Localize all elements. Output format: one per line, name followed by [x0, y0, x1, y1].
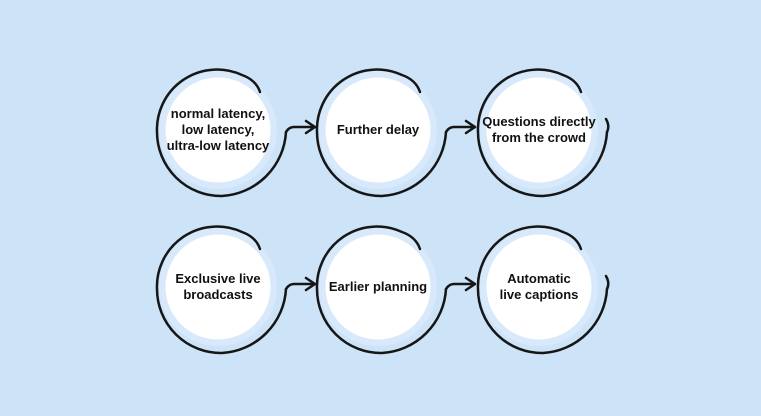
circle-body	[165, 234, 271, 340]
flow-node-1: normal latency, low latency, ultra-low l…	[118, 45, 318, 215]
circle-arc	[155, 68, 288, 198]
node-art	[315, 225, 477, 355]
node-art	[155, 68, 317, 198]
flow-node-6: Automatic live captions	[439, 202, 639, 372]
flow-arrow	[284, 119, 317, 135]
arc-end-hook	[604, 274, 610, 291]
node-art	[315, 68, 477, 198]
arc-end-hook	[604, 117, 610, 134]
flow-node-5: Earlier planning	[278, 202, 478, 372]
circle-body	[486, 77, 592, 183]
circle-arc	[155, 225, 288, 355]
circle-body	[325, 234, 431, 340]
node-label: Automatic live captions	[499, 271, 579, 302]
circle-arc	[476, 68, 609, 198]
circle-body	[486, 234, 592, 340]
node-label: Earlier planning	[328, 279, 428, 294]
node-label: normal latency, low latency, ultra-low l…	[166, 106, 270, 153]
flow-node-4: Exclusive live broadcasts	[118, 202, 318, 372]
circle-body	[325, 77, 431, 183]
node-label: Questions directly from the crowd	[482, 114, 596, 145]
flow-node-3: Questions directly from the crowd	[439, 45, 639, 215]
circle-body	[165, 77, 271, 183]
node-label: Exclusive live broadcasts	[175, 271, 261, 302]
node-art	[476, 225, 610, 355]
node-label: Further delay	[336, 122, 420, 137]
flow-node-2: Further delay	[278, 45, 478, 215]
circle-arc	[315, 225, 448, 355]
flow-arrow	[284, 276, 317, 292]
flow-arrow	[444, 119, 477, 135]
circle-arc	[315, 68, 448, 198]
circle-arc	[476, 225, 609, 355]
node-art	[155, 225, 317, 355]
flow-arrow	[444, 276, 477, 292]
node-art	[476, 68, 610, 198]
